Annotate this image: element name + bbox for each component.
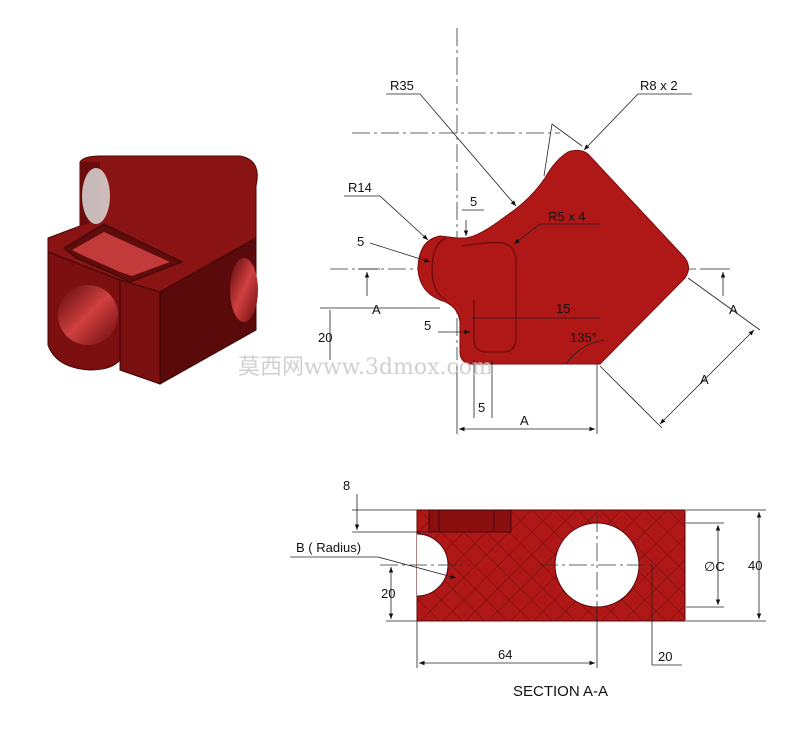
label-d5-left: 5 [357,234,364,249]
iso-front-face [119,279,161,385]
r5-leader [513,223,600,245]
label-r8x2: R8 x 2 [640,78,678,93]
angle-arc [565,339,605,365]
label-angle: 135° [570,330,597,345]
label-d5-bottom: 5 [478,400,485,415]
dim-a-diag-line [659,329,755,425]
iso-left-hole [58,285,118,345]
label-d8: 8 [343,478,350,493]
label-d20-sec: 20 [381,586,395,601]
label-d64: 64 [498,647,512,662]
b-radius-leader [290,556,457,579]
r14-arc [431,237,447,301]
label-section-a-left: A [372,302,381,317]
dim-a-diag-ext2 [687,277,761,331]
label-d40: 40 [748,558,762,573]
r14-leader [344,195,429,241]
iso-top-left-notch [82,168,110,224]
label-b-radius: B ( Radius) [296,540,361,555]
label-d20-left: 20 [318,330,332,345]
r5-slot [461,241,517,353]
label-r14: R14 [348,180,372,195]
label-r5x4: R5 x 4 [548,209,586,224]
label-dia-c: ∅C [704,559,725,574]
section-view: 8 B ( Radius) 20 64 20 ∅C 40 SECTION A-A [290,478,766,700]
top-view-profile [417,149,689,365]
r35-construction [543,123,553,177]
watermark: 莫西网www.3dmox.com [238,355,493,380]
label-section-a-right: A [729,302,738,317]
r8-construction [551,123,583,147]
section-title: SECTION A-A [513,683,608,700]
label-d15: 15 [556,301,570,316]
iso-right-hole [230,258,258,322]
label-dim-a-bottom: A [520,413,529,428]
top-view: A A R35 R8 x 2 R14 5 5 R5 x 4 15 5 2 [318,28,761,434]
label-d5-mid: 5 [424,318,431,333]
d5-left-leader [369,242,431,263]
label-dim-a-diag: A [700,372,709,387]
iso-slot-floor [72,232,170,276]
label-d5-top: 5 [470,194,477,209]
isometric-view [47,155,258,385]
r35-leader [386,93,517,207]
section-top-recess [428,509,512,533]
r8-leader [583,93,692,151]
dim-a-diag-ext1 [599,365,663,429]
label-r35: R35 [390,78,414,93]
label-d20-right: 20 [658,649,672,664]
